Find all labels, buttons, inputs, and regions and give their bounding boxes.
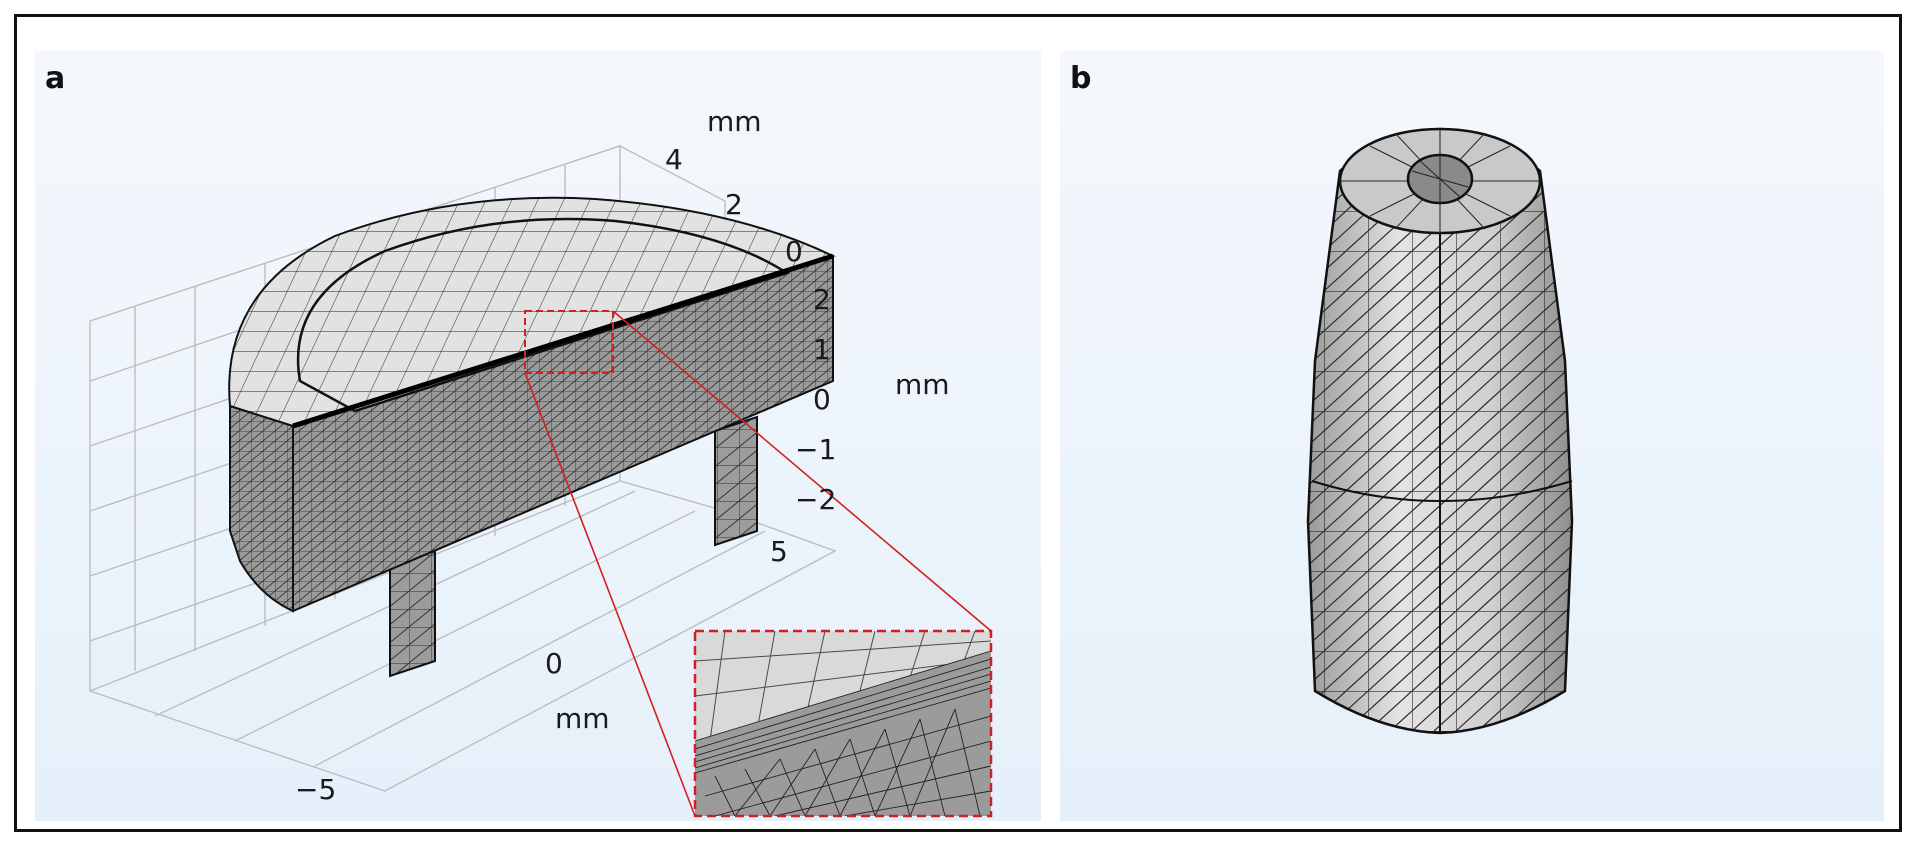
right-tick-1: 2 bbox=[813, 283, 831, 316]
mesh-view-b bbox=[1060, 51, 1884, 821]
rod-central-hole bbox=[1406, 153, 1474, 205]
vertical-tick-1: 4 bbox=[665, 143, 683, 176]
right-tick-4: −1 bbox=[795, 433, 836, 466]
support-leg-back bbox=[714, 415, 758, 547]
vertical-tick-2: 2 bbox=[725, 188, 743, 221]
right-axis-unit: mm bbox=[895, 368, 950, 401]
right-tick-3: 0 bbox=[813, 383, 831, 416]
right-tick-5: −2 bbox=[795, 483, 836, 516]
right-tick-2: 1 bbox=[813, 333, 831, 366]
depth-axis-unit: mm bbox=[555, 702, 610, 735]
zoom-inset bbox=[693, 629, 993, 818]
vertical-axis-unit: mm bbox=[707, 105, 762, 138]
rod-body bbox=[1306, 127, 1574, 735]
figure-frame: mm 4 2 0 2 1 0 −1 −2 mm 5 0 mm −5 a bbox=[14, 14, 1902, 832]
mesh-view-a: mm 4 2 0 2 1 0 −1 −2 mm 5 0 mm −5 bbox=[35, 51, 1041, 821]
disk-top-inner bbox=[296, 217, 790, 413]
panel-b: b bbox=[1060, 51, 1884, 821]
disk-top-edge bbox=[292, 253, 834, 429]
depth-tick-1: 5 bbox=[770, 535, 788, 568]
depth-tick-2: 0 bbox=[545, 647, 563, 680]
panel-b-label: b bbox=[1070, 61, 1092, 96]
zoom-region bbox=[524, 310, 992, 817]
panel-a: mm 4 2 0 2 1 0 −1 −2 mm 5 0 mm −5 a bbox=[35, 51, 1041, 821]
panel-a-label: a bbox=[45, 61, 66, 96]
depth-tick-3: −5 bbox=[295, 773, 336, 806]
vertical-tick-3: 0 bbox=[785, 235, 803, 268]
